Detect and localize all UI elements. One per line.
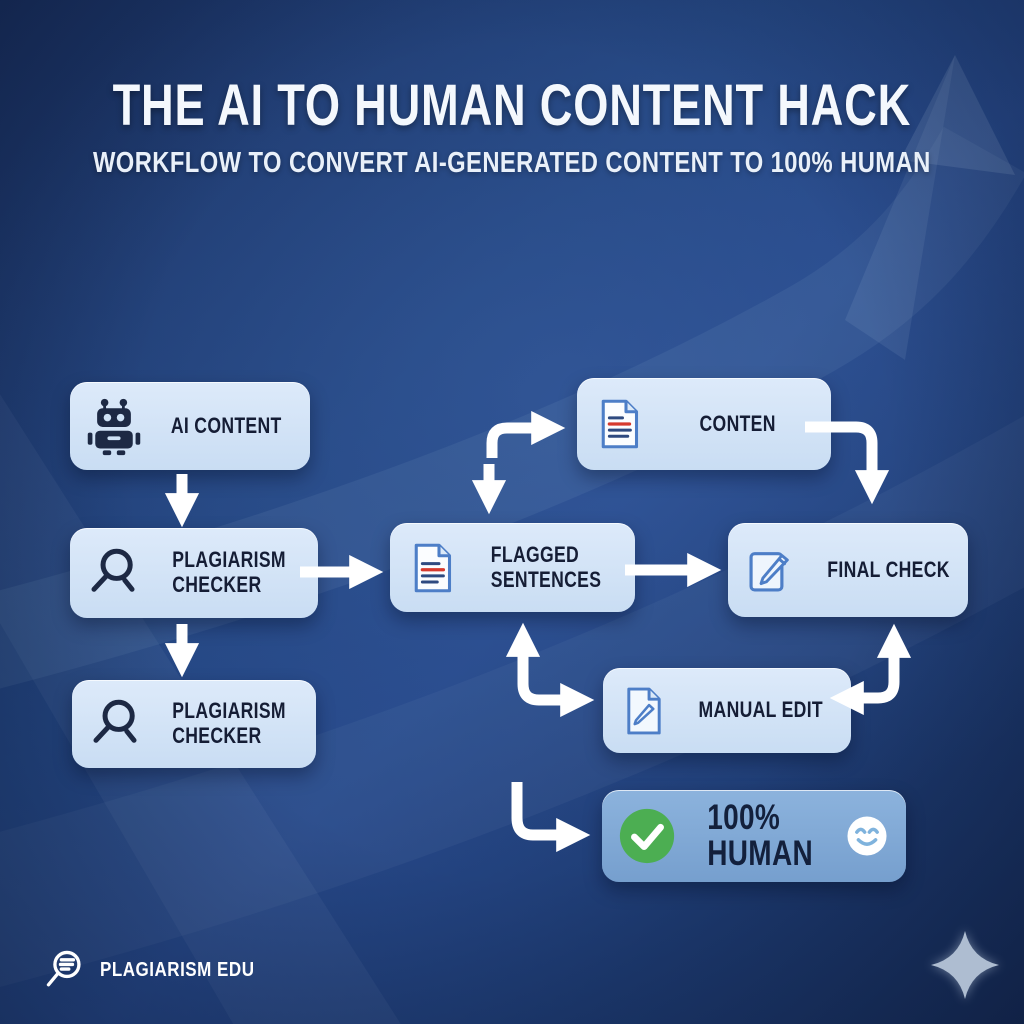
- plagiarism-edu-logo-icon: [42, 946, 90, 994]
- node-plagiarism-checker-2: PLAGIARISM CHECKER: [72, 680, 316, 768]
- node-content: CONTEN: [577, 378, 831, 470]
- node-manual-edit: MANUAL EDIT: [603, 668, 851, 753]
- smiley-icon: [842, 811, 892, 861]
- node-label: CONTEN: [699, 410, 777, 436]
- node-plagiarism-checker-1: PLAGIARISM CHECKER: [70, 528, 318, 618]
- node-label: AI CONTENT: [170, 412, 282, 438]
- sparkle-icon: [929, 929, 1001, 1001]
- node-ai-content: AI CONTENT: [70, 382, 310, 470]
- node-final-check: FINAL CHECK: [728, 523, 968, 617]
- document-icon: [404, 540, 460, 596]
- node-label: PLAGIARISM CHECKER: [172, 547, 286, 597]
- node-label: FINAL CHECK: [827, 556, 950, 582]
- node-label: PLAGIARISM CHECKER: [172, 698, 286, 748]
- document-pencil-icon: [617, 684, 671, 738]
- arrow-flagged-to-content: [486, 410, 566, 458]
- robot-icon: [84, 396, 144, 456]
- node-label: 100% HUMAN: [707, 797, 813, 873]
- arrow-to-human: [511, 782, 591, 853]
- footer-brand-text: PLAGIARISM EDU: [100, 958, 255, 981]
- node-label: MANUAL EDIT: [698, 697, 823, 723]
- node-100-percent-human: 100% HUMAN: [602, 790, 906, 882]
- header: THE AI TO HUMAN CONTENT HACK WORKFLOW TO…: [0, 72, 1024, 180]
- node-label: FLAGGED SENTENCES: [491, 541, 602, 592]
- footer-brand: PLAGIARISM EDU: [42, 946, 282, 994]
- pencil-square-icon: [742, 541, 800, 599]
- page-title: THE AI TO HUMAN CONTENT HACK: [112, 73, 912, 138]
- arrow-manualedit-flagged-bidirectional: [505, 622, 595, 718]
- page-subtitle: WORKFLOW TO CONVERT AI-GENERATED CONTENT…: [93, 147, 931, 179]
- magnifier-icon: [86, 695, 144, 753]
- magnifier-icon: [84, 544, 142, 602]
- document-icon: [591, 396, 647, 452]
- arrow-finalcheck-manualedit-bidirectional: [829, 623, 912, 716]
- check-circle-icon: [616, 805, 678, 867]
- node-flagged-sentences: FLAGGED SENTENCES: [390, 523, 635, 612]
